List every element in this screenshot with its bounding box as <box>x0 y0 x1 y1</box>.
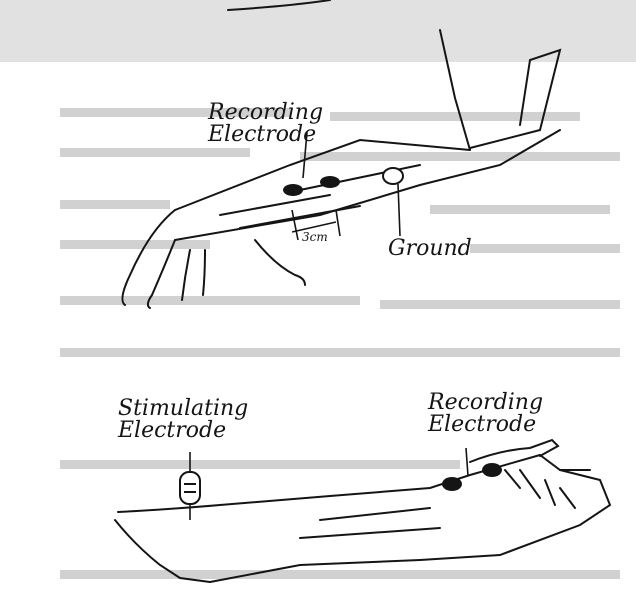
bottom-arm-electrodes <box>180 463 502 504</box>
top-recording-electrode-2 <box>320 176 340 188</box>
background-bleed-through <box>0 0 636 579</box>
top-recording-line2: Electrode <box>208 122 316 147</box>
stimulating-line2: Electrode <box>118 418 226 443</box>
ground-electrode <box>383 168 403 184</box>
bottom-recording-electrode-label: Recording Electrode <box>428 392 543 436</box>
stimulating-electrode-label: Stimulating Electrode <box>118 398 248 442</box>
top-arm-leads <box>292 132 400 240</box>
ground-label: Ground <box>388 238 472 260</box>
bottom-recording-line2: Electrode <box>428 412 536 437</box>
top-recording-electrode-label: Recording Electrode <box>208 102 323 146</box>
stimulating-electrode <box>180 472 200 504</box>
bottom-recording-electrode-2 <box>482 463 502 477</box>
bottom-recording-electrode-1 <box>442 477 462 491</box>
distance-label: 3cm <box>302 226 328 248</box>
bottom-recording-lead <box>466 448 468 476</box>
top-recording-electrode-1 <box>283 184 303 196</box>
